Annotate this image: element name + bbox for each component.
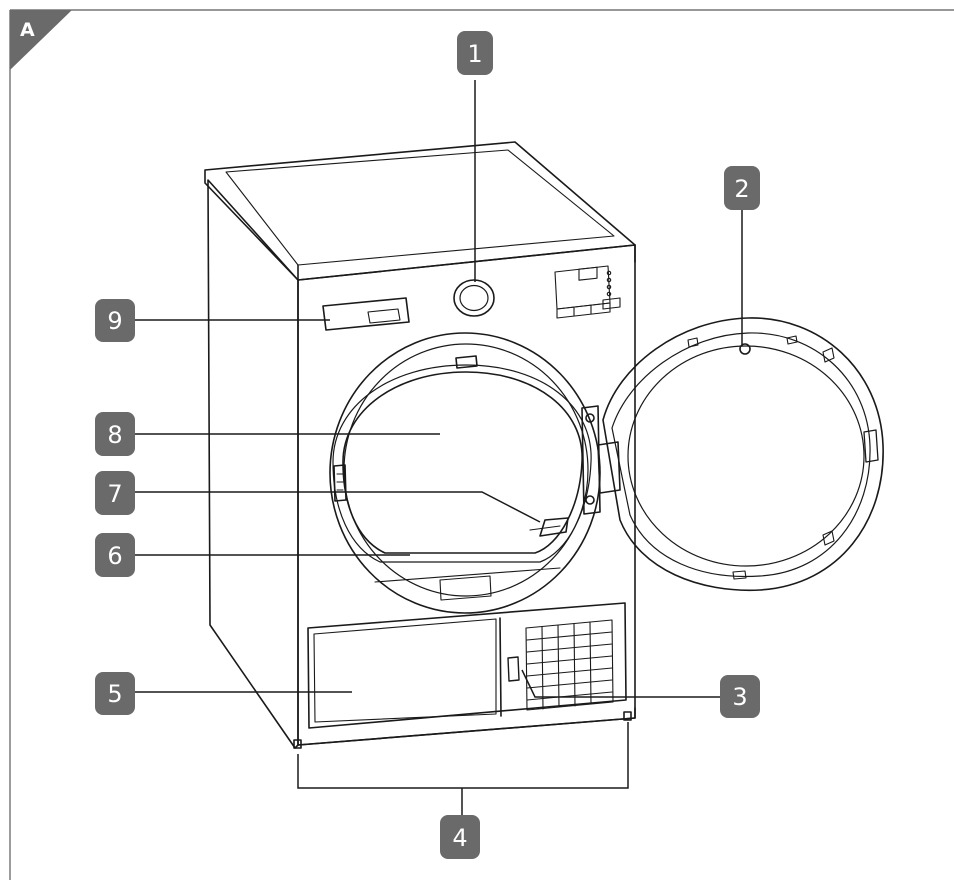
drum: [342, 371, 583, 554]
callout-4: 4: [440, 815, 480, 859]
figure-label-tab: [10, 10, 72, 70]
callout-badge: [95, 533, 135, 577]
callout-badge: [720, 675, 760, 718]
callout-7: 7: [95, 471, 135, 515]
callout-number: 1: [467, 40, 482, 68]
leader-7: [135, 491, 541, 523]
callout-badge: [95, 299, 135, 342]
callout-6: 6: [95, 533, 135, 577]
callout-number: 3: [732, 683, 747, 711]
water-tank-drawer-handle: [367, 308, 401, 324]
adjustable-feet: [293, 711, 632, 749]
figure-frame: [9, 9, 954, 880]
water-tank-drawer: [322, 297, 410, 331]
control-panel: [554, 265, 621, 319]
callout-5: 5: [95, 672, 135, 715]
condenser-grille: [525, 619, 614, 711]
leader-4-bracket: [297, 722, 629, 789]
callout-badge: [95, 672, 135, 715]
callout-badge: [95, 412, 135, 456]
door-seal: [332, 364, 592, 563]
callout-8: 8: [95, 412, 135, 456]
loading-door: [602, 317, 884, 592]
door-hinge: [581, 405, 621, 515]
door-frame-inner: [343, 343, 589, 597]
leader-lines: [135, 80, 743, 817]
door-sensor: [739, 343, 751, 355]
dryer-plinth: [297, 707, 636, 746]
dryer-top: [204, 141, 636, 281]
dryer-front-panel: [297, 244, 636, 746]
drum-vent: [439, 575, 492, 601]
callout-badge: [440, 815, 480, 859]
cover-flap-handle: [507, 656, 520, 682]
lint-filter: [539, 517, 569, 537]
callout-number: 9: [107, 307, 122, 335]
callout-number: 5: [107, 680, 122, 708]
callout-badge: [457, 31, 493, 75]
dryer-illustration: [204, 141, 884, 749]
callout-badge: [95, 471, 135, 515]
callout-number: 6: [107, 542, 122, 570]
callout-9: 9: [95, 299, 135, 342]
callout-1: 1: [457, 31, 493, 75]
callout-number: 4: [452, 824, 467, 852]
door-handle: [863, 429, 879, 463]
door-frame-outer: [329, 332, 601, 614]
callout-number: 2: [734, 175, 749, 203]
callout-3: 3: [720, 675, 760, 718]
dryer-top-inner: [225, 149, 615, 266]
figure-label: A: [20, 19, 35, 41]
lint-filter-slot: [529, 525, 561, 531]
door-catch: [455, 355, 478, 369]
callout-number: 7: [107, 480, 122, 508]
callout-badge: [724, 166, 760, 210]
callout-number: 8: [107, 421, 122, 449]
door-lock-receiver: [333, 464, 347, 502]
program-selector-knob: [453, 279, 495, 317]
leader-3: [521, 669, 722, 698]
condenser-cover-flap: [307, 602, 627, 729]
callout-2: 2: [724, 166, 760, 210]
